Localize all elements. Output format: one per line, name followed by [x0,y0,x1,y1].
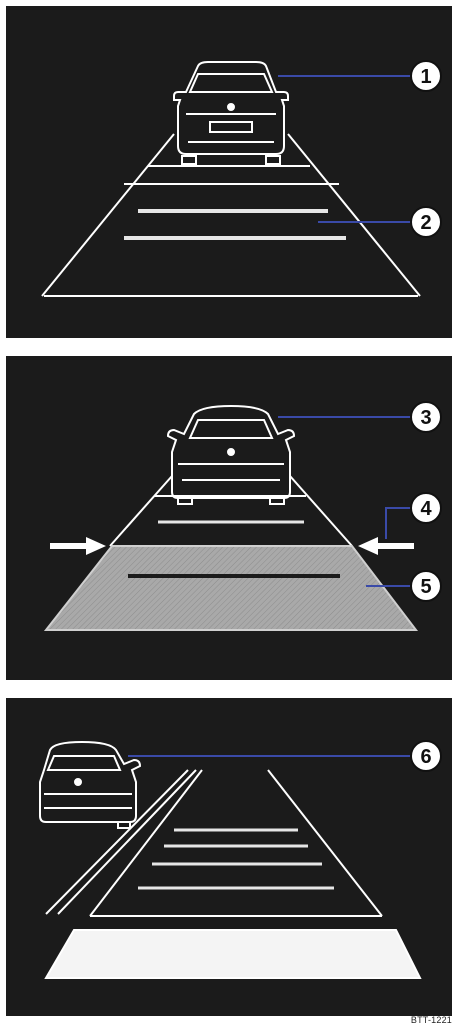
road-outline [46,770,382,916]
callout-3: 3 [278,402,441,432]
callout-1: 1 [278,61,441,91]
hatched-lane-area [46,546,416,630]
front-vehicle-icon [168,406,294,504]
callout-2-label: 2 [420,212,431,234]
panel-2-drawing: 3 4 5 [6,356,452,680]
right-arrow-icon [358,537,414,555]
panel-1-drawing: 1 2 [6,6,452,338]
lane-markings [138,830,334,888]
road-outline [42,134,420,296]
callout-4-label: 4 [420,498,432,520]
callout-5-label: 5 [420,576,431,598]
highlighted-lane-area [46,930,420,978]
reference-code: BTT-1221 [411,1015,452,1025]
road-outline [110,476,352,546]
callout-6: 6 [128,741,441,771]
left-arrow-icon [50,537,106,555]
panel-3-drawing: 6 [6,698,452,1016]
diagram-panel-1: 1 2 [6,6,452,338]
side-vehicle-icon [40,742,140,828]
front-vehicle-icon [174,62,288,164]
lane-markings [124,211,346,238]
callout-4: 4 [386,493,441,539]
callout-3-label: 3 [420,407,431,429]
callout-6-label: 6 [420,746,431,768]
diagram-panel-3: 6 [6,698,452,1016]
diagram-panel-2: 3 4 5 [6,356,452,680]
callout-1-label: 1 [420,66,431,88]
callout-2: 2 [318,207,441,237]
